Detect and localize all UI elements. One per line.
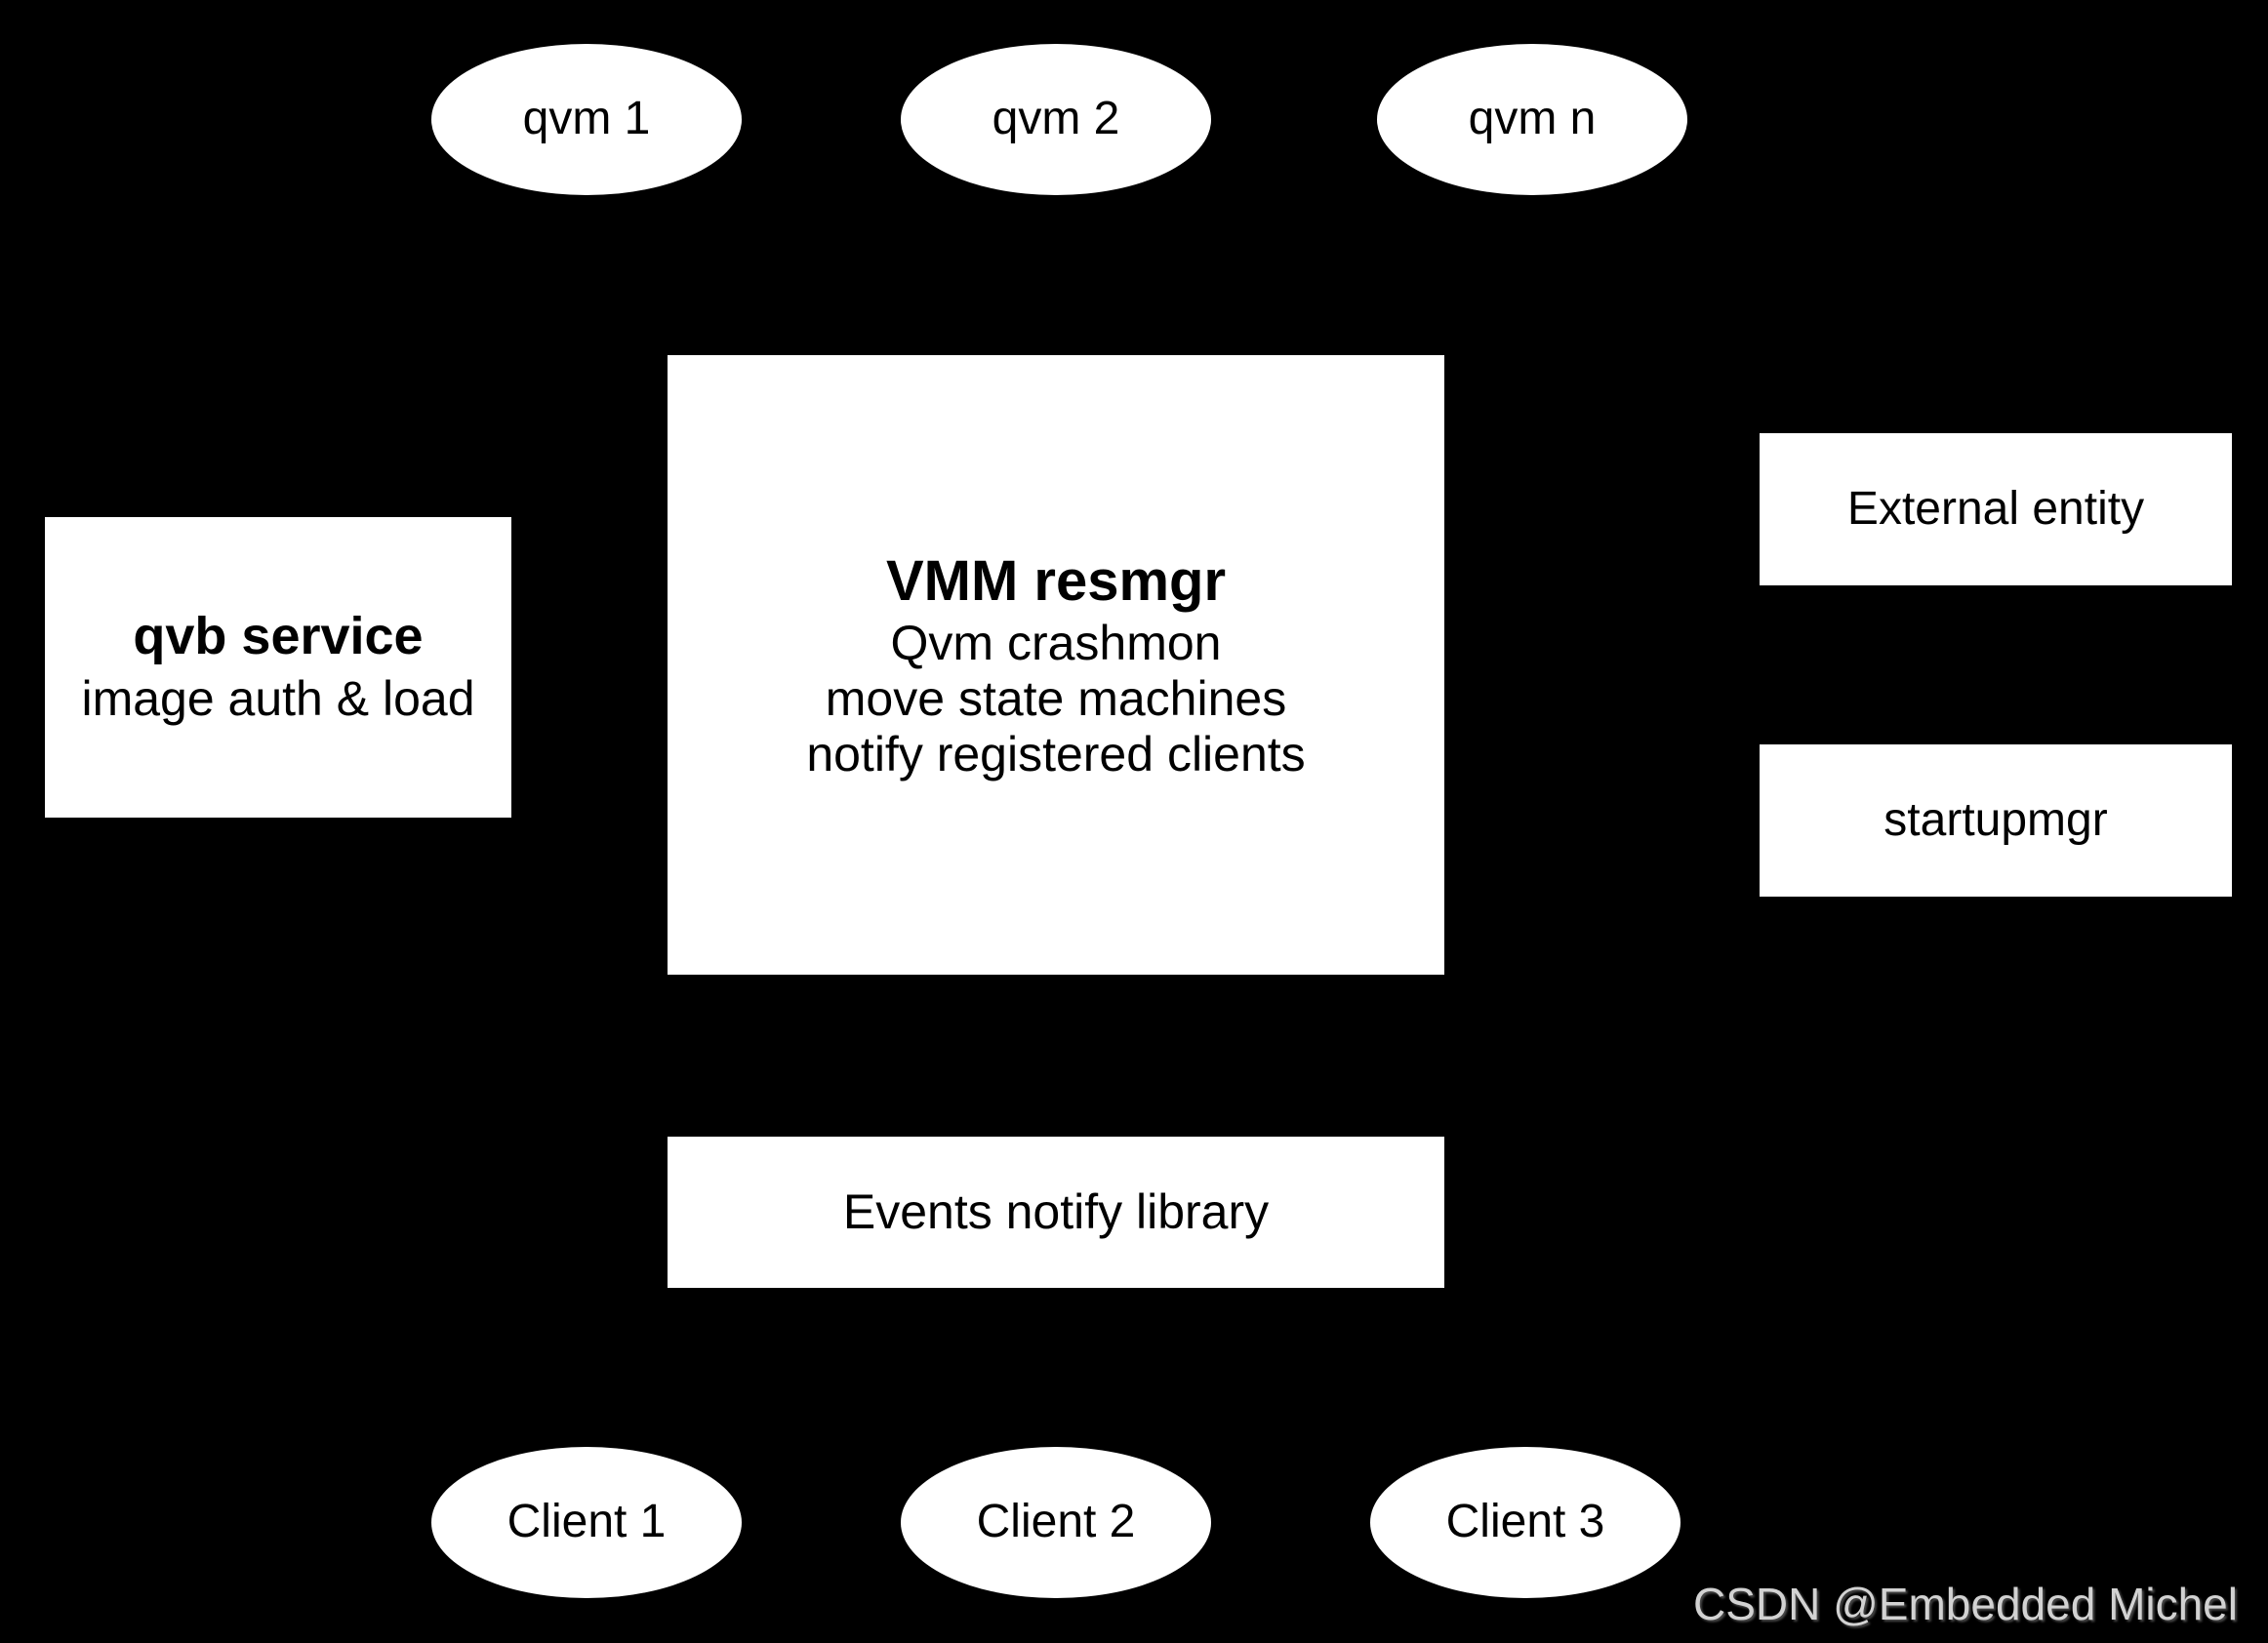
client-1-label: Client 1 xyxy=(506,1496,667,1548)
client-3-label: Client 3 xyxy=(1445,1496,1605,1548)
box-events-notify-library: Events notify library xyxy=(668,1137,1444,1288)
startupmgr-label: startupmgr xyxy=(1883,793,2108,846)
qvb-service-title: qvb service xyxy=(133,607,424,666)
vmm-resmgr-title: VMM resmgr xyxy=(885,549,1227,614)
ellipse-client-1: Client 1 xyxy=(431,1447,742,1598)
client-2-label: Client 2 xyxy=(976,1496,1136,1548)
ellipse-qvm-2: qvm 2 xyxy=(901,44,1211,195)
ellipse-client-2: Client 2 xyxy=(901,1447,1211,1598)
ellipse-qvm-n: qvm n xyxy=(1377,44,1687,195)
external-entity-label: External entity xyxy=(1846,482,2145,535)
qvb-service-subtitle: image auth & load xyxy=(81,671,475,727)
box-qvb-service: qvb service image auth & load xyxy=(45,517,511,818)
ellipse-client-3: Client 3 xyxy=(1370,1447,1681,1598)
ellipse-qvm-1: qvm 1 xyxy=(431,44,742,195)
box-external-entity: External entity xyxy=(1760,433,2232,585)
vmm-resmgr-line-1: Qvm crashmon xyxy=(890,615,1222,670)
box-startupmgr: startupmgr xyxy=(1760,744,2232,897)
qvm-2-label: qvm 2 xyxy=(992,93,1120,145)
vmm-resmgr-line-3: notify registered clients xyxy=(806,726,1306,781)
qvm-n-label: qvm n xyxy=(1468,93,1597,145)
qvm-1-label: qvm 1 xyxy=(522,93,651,145)
csdn-watermark: CSDN @Embedded Michel xyxy=(1692,1579,2238,1630)
box-vmm-resmgr: VMM resmgr Qvm crashmon move state machi… xyxy=(668,355,1444,975)
vmm-resmgr-line-2: move state machines xyxy=(825,670,1287,726)
events-notify-library-label: Events notify library xyxy=(842,1184,1270,1239)
